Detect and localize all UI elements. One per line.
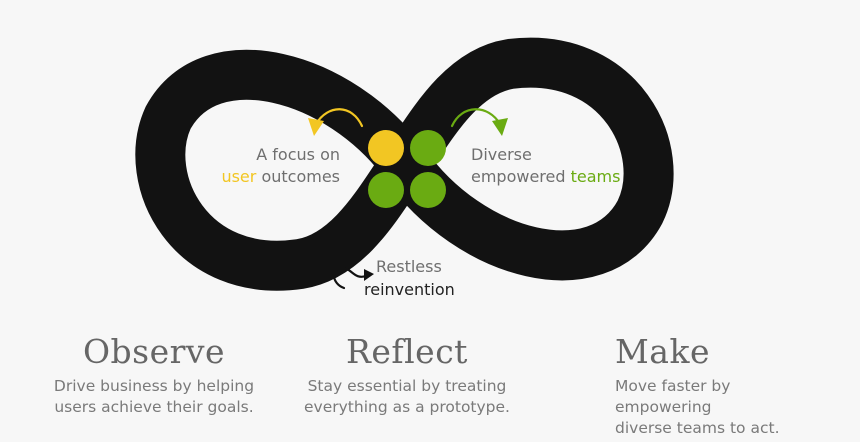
observe-title: Observe (82, 332, 226, 371)
reflect-line1: Stay essential by treating (307, 377, 507, 395)
bottom-label-line2: reinvention (364, 280, 455, 299)
make-line1: Move faster by empowering (615, 377, 731, 416)
right-label-line2: empowered teams (471, 167, 620, 186)
column-observe: Observe Drive business by helping users … (24, 330, 284, 418)
left-label-rest: outcomes (256, 167, 340, 186)
bottom-label-line1: Restless (376, 257, 442, 276)
right-label-line1: Diverse (471, 145, 532, 164)
make-description: Move faster by empowering diverse teams … (565, 376, 815, 439)
reflect-line2: everything as a prototype. (304, 398, 510, 416)
green-arrow-icon (450, 108, 508, 136)
dot-top-right (410, 130, 446, 166)
left-label-line2: user outcomes (221, 167, 340, 186)
observe-line1: Drive business by helping (53, 377, 255, 395)
reflect-description: Stay essential by treating everything as… (277, 376, 537, 418)
observe-line2: users achieve their goals. (54, 398, 254, 416)
column-make: Make Move faster by empowering diverse t… (565, 330, 815, 439)
yellow-arrow-icon (308, 108, 364, 136)
dot-bottom-right (410, 172, 446, 208)
black-arrow-icon (332, 266, 374, 290)
reflect-title: Reflect (346, 332, 468, 371)
left-label-line1: A focus on (256, 145, 340, 164)
observe-description: Drive business by helping users achieve … (24, 376, 284, 418)
dot-top-left (368, 130, 404, 166)
make-title: Make (615, 332, 710, 371)
dot-bottom-left (368, 172, 404, 208)
left-label-highlight: user (221, 167, 256, 186)
right-label-prefix: empowered (471, 167, 571, 186)
make-line2: diverse teams to act. (615, 419, 780, 437)
infinity-loop (135, 37, 674, 291)
right-label-highlight: teams (571, 167, 621, 186)
column-reflect: Reflect Stay essential by treating every… (277, 330, 537, 418)
